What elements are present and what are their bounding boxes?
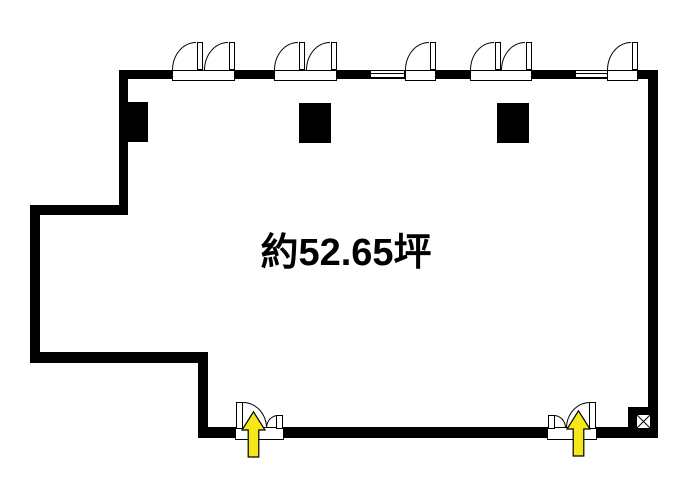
wall-top-segment — [119, 70, 172, 79]
door-leaf — [276, 415, 283, 429]
door-sill — [172, 70, 235, 81]
wall-left-lower — [30, 205, 40, 363]
door-arc — [501, 42, 525, 70]
door-sill — [405, 70, 436, 81]
window-symbol — [575, 70, 608, 79]
wall-top-segment — [532, 70, 575, 79]
door-arc — [470, 42, 494, 70]
door-arc — [274, 42, 298, 70]
door-leaf — [548, 415, 555, 429]
door-swing-symbol — [501, 42, 532, 70]
door-sill — [274, 70, 337, 81]
entrance-arrow-icon — [240, 410, 267, 458]
door-swing-symbol — [405, 42, 436, 70]
door-swing-symbol — [607, 42, 638, 70]
wall-step-horizontal — [30, 205, 128, 215]
wall-bottom-segment — [284, 427, 547, 438]
wall-top-segment — [235, 70, 274, 79]
door-sill — [470, 70, 532, 81]
door-arc — [266, 415, 278, 428]
door-leaf — [236, 402, 243, 429]
door-swing-symbol — [306, 42, 337, 70]
door-swing-symbol — [204, 42, 235, 70]
door-arc — [405, 42, 429, 70]
wall-right — [648, 70, 658, 438]
door-leaf — [589, 402, 596, 429]
window-pane-lines — [370, 72, 405, 78]
door-leaf — [526, 42, 532, 70]
door-leaf — [632, 42, 638, 70]
door-swing-symbol — [172, 42, 203, 70]
wall-bottom-segment — [198, 427, 236, 438]
pillar — [497, 103, 529, 143]
pillar — [299, 103, 331, 143]
door-arc — [172, 42, 196, 70]
door-arc — [204, 42, 228, 70]
door-arc — [554, 415, 566, 428]
entrance-arrow-icon — [565, 409, 592, 457]
door-leaf — [430, 42, 436, 70]
window-symbol — [370, 70, 405, 79]
door-leaf — [299, 42, 305, 70]
wall-step-vertical — [198, 352, 208, 437]
wall-top-segment — [436, 70, 470, 79]
door-sill — [607, 70, 638, 81]
door-leaf — [495, 42, 501, 70]
wall-left-upper — [119, 70, 128, 215]
area-label: 約52.65坪 — [260, 232, 432, 274]
wall-bottom-segment — [597, 427, 628, 438]
pillar — [128, 102, 148, 142]
door-swing-symbol — [470, 42, 501, 70]
door-leaf — [331, 42, 337, 70]
wall-top-segment — [337, 70, 370, 79]
wall-mid-horizontal — [30, 352, 208, 363]
door-arc — [607, 42, 631, 70]
window-pane-lines — [575, 72, 608, 78]
door-leaf — [229, 42, 235, 70]
door-swing-symbol — [274, 42, 305, 70]
door-arc — [306, 42, 330, 70]
shaft-crossed-box-icon — [636, 414, 651, 429]
door-leaf — [197, 42, 203, 70]
